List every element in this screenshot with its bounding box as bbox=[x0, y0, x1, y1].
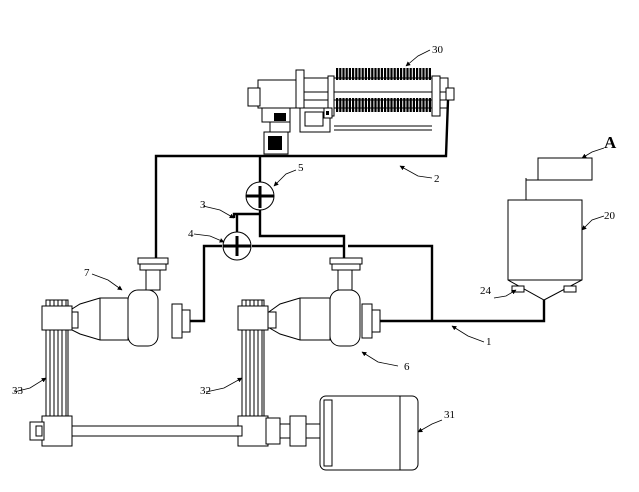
label-20: 20 bbox=[604, 210, 616, 222]
label-1: 1 bbox=[486, 336, 492, 348]
pump-7 bbox=[63, 257, 191, 347]
pump-6 bbox=[265, 257, 381, 347]
label-3: 3 bbox=[200, 199, 206, 211]
controller-box bbox=[526, 157, 593, 181]
belt-33 bbox=[41, 299, 73, 447]
label-31: 31 bbox=[444, 409, 455, 421]
drive-shaft bbox=[29, 415, 321, 447]
filter-plates bbox=[336, 68, 431, 112]
label-30: 30 bbox=[432, 44, 444, 56]
label-7: 7 bbox=[84, 267, 90, 279]
motor-31 bbox=[319, 395, 419, 471]
label-33: 33 bbox=[12, 385, 24, 397]
label-4: 4 bbox=[188, 228, 194, 240]
belt-32 bbox=[237, 299, 269, 447]
label-5: 5 bbox=[298, 162, 304, 174]
label-6: 6 bbox=[404, 361, 410, 373]
label-a: A bbox=[604, 133, 617, 152]
annotations: 30 2 5 3 4 7 6 1 20 24 A 33 32 31 bbox=[12, 44, 617, 433]
label-24: 24 bbox=[480, 285, 492, 297]
filter-press bbox=[247, 68, 455, 155]
valve-4[interactable] bbox=[222, 231, 252, 261]
valve-5[interactable] bbox=[245, 181, 275, 211]
label-32: 32 bbox=[200, 385, 211, 397]
label-2: 2 bbox=[434, 173, 440, 185]
tank bbox=[507, 178, 583, 301]
